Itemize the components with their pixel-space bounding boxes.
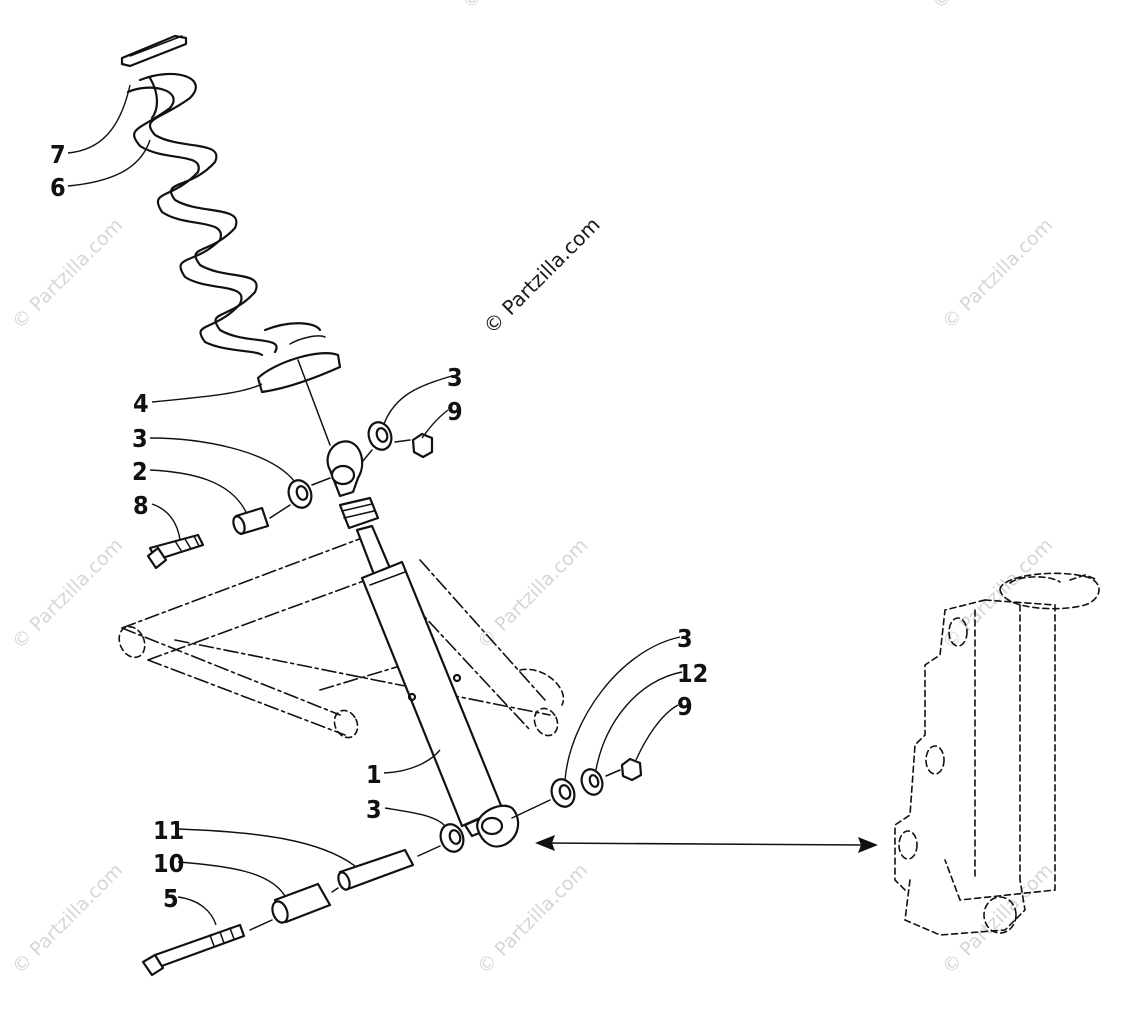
callout-12: 12 bbox=[677, 659, 708, 688]
callout-2: 2 bbox=[132, 457, 148, 486]
watermark-faint: © Partzilla.com bbox=[928, 0, 1047, 14]
callout-6: 6 bbox=[50, 173, 66, 202]
spring-cap bbox=[120, 34, 188, 68]
callout-5: 5 bbox=[163, 884, 179, 913]
callouts: 7 6 4 3 9 3 2 8 3 12 9 1 3 11 10 5 bbox=[50, 140, 708, 913]
upper-mount-hardware bbox=[146, 421, 434, 570]
nut-9-lower bbox=[620, 757, 643, 782]
callout-3-top-right: 3 bbox=[447, 363, 463, 392]
callout-9-top: 9 bbox=[447, 397, 463, 426]
watermark-faint: © Partzilla.com bbox=[473, 859, 592, 978]
watermark-faint: © Partzilla.com bbox=[8, 534, 127, 653]
watermark-faint: © Partzilla.com bbox=[938, 214, 1057, 333]
callout-9-right: 9 bbox=[677, 692, 693, 721]
watermark-faint: © Partzilla.com bbox=[473, 534, 592, 653]
leader-lines bbox=[67, 84, 683, 926]
callout-1: 1 bbox=[366, 760, 382, 789]
shock-axis-line bbox=[297, 359, 331, 446]
lower-mount-hardware bbox=[141, 757, 643, 977]
shock-absorber bbox=[326, 440, 520, 848]
callout-3-bottom: 3 bbox=[366, 795, 382, 824]
double-arrow bbox=[535, 835, 878, 853]
nut-9-top bbox=[411, 432, 434, 459]
callout-8: 8 bbox=[133, 491, 149, 520]
coil-spring bbox=[126, 72, 322, 357]
watermark-faint: © Partzilla.com bbox=[8, 859, 127, 978]
watermark-main: © Partzilla.com bbox=[479, 212, 605, 338]
watermark-faint: © Partzilla.com bbox=[938, 859, 1057, 978]
watermark-faint: © Partzilla.com bbox=[938, 534, 1057, 653]
spring-seat bbox=[256, 335, 342, 394]
callout-7: 7 bbox=[50, 140, 66, 169]
callout-10: 10 bbox=[153, 849, 184, 878]
callout-11: 11 bbox=[153, 816, 184, 845]
spacer-11 bbox=[338, 848, 415, 891]
callout-3-left: 3 bbox=[132, 424, 148, 453]
callout-3-right: 3 bbox=[677, 624, 693, 653]
watermark-faint: © Partzilla.com bbox=[8, 214, 127, 333]
spindle-phantom bbox=[894, 572, 1100, 936]
watermark-faint: © Partzilla.com bbox=[458, 0, 577, 14]
callout-4: 4 bbox=[133, 389, 149, 418]
